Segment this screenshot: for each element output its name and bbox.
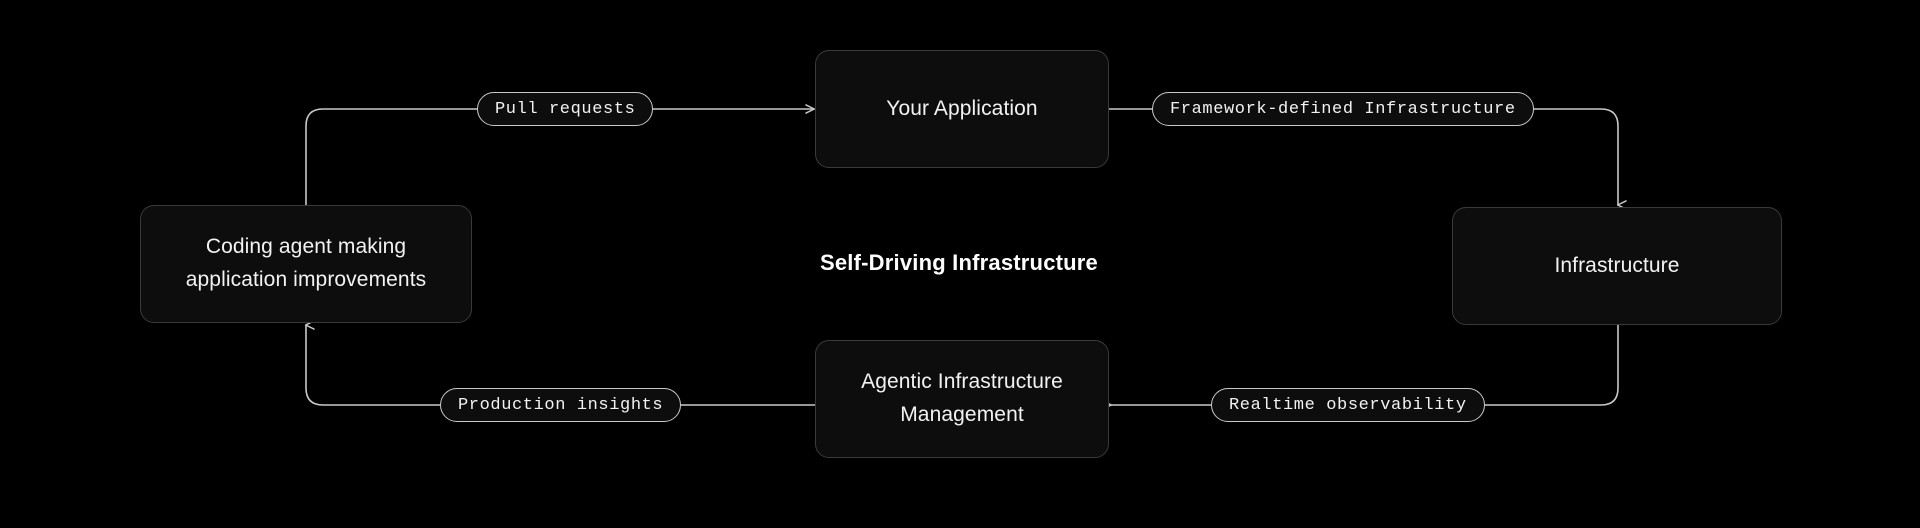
edge-label-realtime-observability[interactable]: Realtime observability [1211,388,1485,422]
node-coding-agent-label: Coding agent making application improvem… [185,235,427,291]
edge-label-production-insights[interactable]: Production insights [440,388,682,422]
node-agentic-infrastructure-management[interactable]: Agentic Infrastructure Management [815,340,1109,458]
edge-label-framework-defined-infrastructure[interactable]: Framework-defined Infrastructure [1152,92,1534,126]
diagram-title: Self-Driving Infrastructure [0,250,1920,276]
node-agentic-infrastructure-management-label: Agentic Infrastructure Management [861,370,1063,426]
edge-label-pull-requests[interactable]: Pull requests [477,92,654,126]
node-your-application-label: Your Application [886,96,1038,120]
edge-label-pull-requests-text: Pull requests [495,99,636,119]
edge-label-realtime-observability-text: Realtime observability [1229,395,1467,415]
edge-label-framework-defined-infrastructure-text: Framework-defined Infrastructure [1170,99,1516,119]
node-infrastructure[interactable]: Infrastructure [1452,207,1782,325]
diagram-title-text: Self-Driving Infrastructure [819,250,1098,275]
edge-label-production-insights-text: Production insights [458,395,664,415]
node-infrastructure-label: Infrastructure [1554,253,1680,277]
node-your-application[interactable]: Your Application [815,50,1109,168]
